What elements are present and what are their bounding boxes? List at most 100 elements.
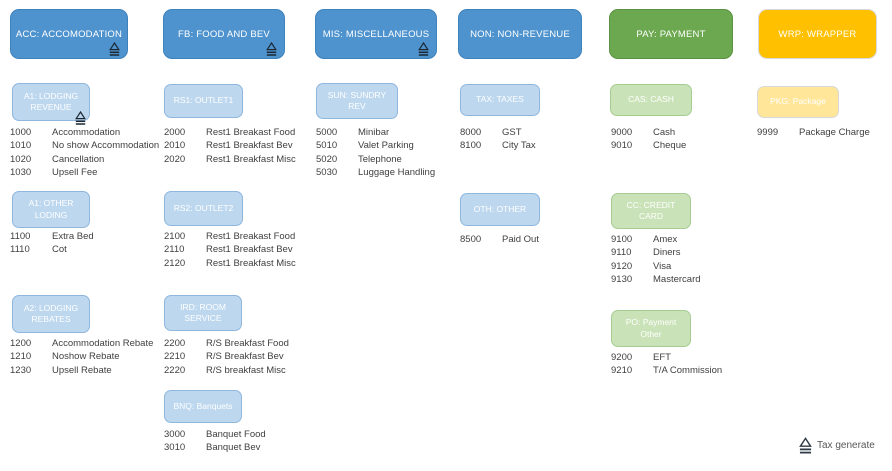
code-row: 9100 Amex (611, 233, 701, 246)
code-label: Rest1 Breakfast Misc (206, 153, 296, 165)
group-label: SUN: SUNDRY REV (327, 89, 387, 111)
code-value: 1010 (10, 140, 32, 152)
group-label: RS2: OUTLET2 (173, 202, 234, 213)
code-value: 9130 (611, 273, 633, 285)
code-label: Rest1 Breakast Food (206, 231, 296, 242)
group-label: A2: LODGING REBATES (23, 302, 79, 324)
group-a1-other-loding: A1: OTHER LODING (12, 191, 90, 228)
header-label: ACC: ACCOMODATION (15, 28, 123, 40)
code-row: 9120 Visa (611, 260, 701, 273)
tax-generate-icon (418, 42, 429, 56)
code-value: 9999 (757, 127, 779, 138)
code-value: 2120 (164, 257, 186, 269)
group-cc-credit-card: CC: CREDIT CARD (611, 193, 691, 229)
group-label: BNQ: Banquets (173, 400, 233, 411)
code-row: 8500 Paid Out (460, 233, 539, 246)
header-wrp-wrapper: WRP: WRAPPER (758, 9, 877, 59)
tax-generate-icon (109, 42, 120, 56)
code-value: 1200 (10, 338, 32, 349)
code-value: 1110 (10, 244, 30, 256)
group-label: CAS: CASH (628, 94, 674, 105)
group-a1-lodging-revenue: A1: LODGING REVENUE (12, 83, 90, 125)
code-value: 2100 (164, 231, 186, 242)
code-row: 3010 Banquet Bev (164, 441, 266, 454)
code-row: 3000 Banquet Food (164, 428, 266, 441)
code-row: 1020 Cancellation (10, 153, 159, 166)
group-label: A1: OTHER LODING (28, 198, 74, 220)
code-value: 9200 (611, 352, 633, 363)
code-label: Amex (653, 234, 678, 245)
code-row: 9130 Mastercard (611, 273, 701, 286)
header-pay-payment: PAY: PAYMENT (609, 9, 733, 59)
group-rs1-outlet1: RS1: OUTLET1 (164, 84, 243, 118)
code-label: Mastercard (653, 273, 701, 285)
code-value: 9100 (611, 234, 633, 245)
code-label: Visa (653, 260, 672, 272)
code-label: Upsell Fee (52, 166, 98, 178)
code-value: 3010 (164, 442, 186, 454)
code-value: 8000 (460, 127, 482, 138)
code-value: 5020 (316, 153, 338, 165)
code-label: Rest1 Breakfast Bev (206, 140, 293, 152)
code-label: Luggage Handling (358, 166, 436, 178)
code-value: 2000 (164, 127, 186, 138)
code-value: 1230 (10, 364, 32, 376)
code-value: 1100 (10, 231, 31, 242)
group-label: OTH: OTHER (473, 203, 527, 214)
group-label: CC: CREDIT CARD (626, 199, 676, 221)
code-value: 8500 (460, 234, 482, 245)
header-label: MIS: MISCELLANEOUS (322, 28, 430, 40)
code-label: Paid Out (502, 234, 539, 245)
tax-generate-icon (75, 111, 86, 125)
code-label: Rest1 Breakfast Bev (206, 244, 293, 256)
code-list-pkg-package: 9999 Package Charge (757, 126, 870, 139)
code-value: 5030 (316, 166, 338, 178)
code-value: 1210 (10, 351, 32, 363)
code-label: Upsell Rebate (52, 364, 112, 376)
code-value: 1000 (10, 127, 32, 138)
code-value: 9210 (611, 365, 633, 377)
code-label: Cash (653, 127, 676, 138)
code-value: 9120 (611, 260, 633, 272)
group-cas-cash: CAS: CASH (610, 84, 692, 116)
code-row: 1100 Extra Bed (10, 230, 94, 243)
code-value: 5000 (316, 127, 338, 138)
code-row: 5030 Luggage Handling (316, 166, 435, 179)
code-value: 1020 (10, 153, 32, 165)
header-label: WRP: WRAPPER (778, 28, 857, 40)
code-list-oth-other: 8500 Paid Out (460, 233, 539, 246)
code-label: Banquet Bev (206, 442, 261, 454)
group-oth-other: OTH: OTHER (460, 193, 540, 226)
header-mis-miscellaneous: MIS: MISCELLANEOUS (315, 9, 437, 59)
code-label: Package Charge (799, 127, 870, 138)
code-label: Diners (653, 247, 681, 259)
group-label: PO: Payment Other (625, 317, 677, 339)
code-label: Cancellation (52, 153, 105, 165)
code-value: 3000 (164, 429, 186, 440)
code-label: Banquet Food (206, 429, 266, 440)
code-row: 1230 Upsell Rebate (10, 364, 153, 377)
code-label: Extra Bed (52, 231, 94, 242)
